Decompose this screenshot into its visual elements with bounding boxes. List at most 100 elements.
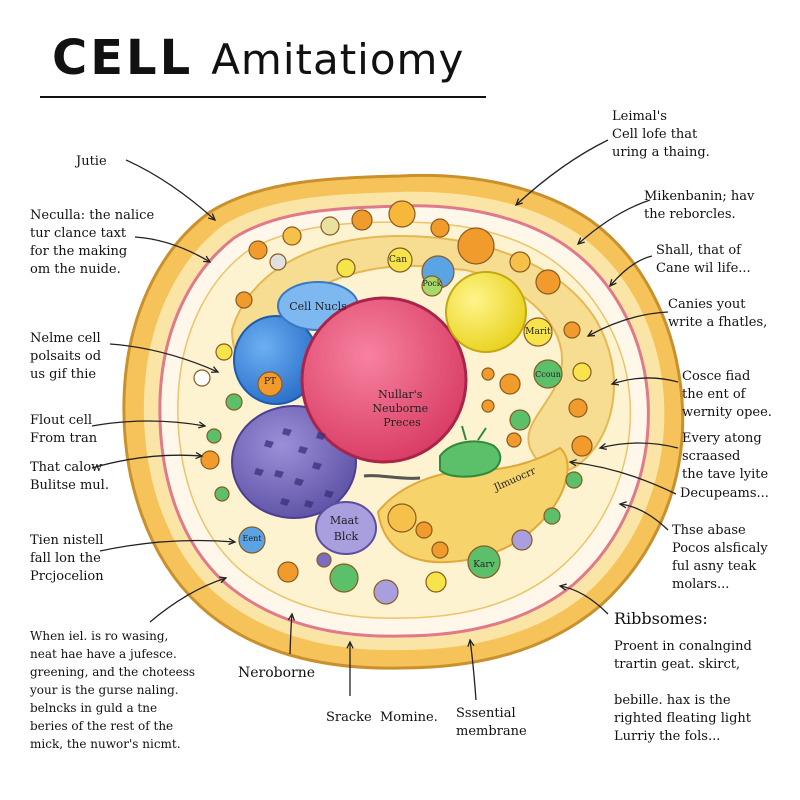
vesicle (506, 432, 522, 448)
label-cosce: Cosce fiad the ent of wernity opee. (682, 369, 772, 420)
maat-block-label: Maat Blck (330, 514, 362, 543)
purple-spot (316, 432, 326, 440)
purple-spot (294, 478, 304, 486)
label-flout: Flout cell From tran (30, 413, 98, 446)
vesicle (430, 218, 450, 238)
arrowhead (195, 451, 204, 460)
label-shall: Shall, that of Cane wil life... (656, 243, 751, 276)
purple-spot (274, 470, 284, 478)
vesicle (457, 227, 495, 265)
vesicle (415, 521, 433, 539)
vesicle (248, 240, 268, 260)
karv-label: Karv (473, 560, 495, 570)
vesicle (387, 247, 413, 273)
vesicle (238, 526, 266, 554)
leader-arrows (91, 139, 679, 701)
vesicle (214, 486, 230, 502)
vesicle (481, 399, 495, 413)
vesicle (387, 503, 417, 533)
vesicle (509, 251, 531, 273)
label-leimals: Leimal's Cell lofe that uring a thaing. (612, 109, 710, 160)
vesicle (467, 545, 501, 579)
vesicle (535, 269, 561, 295)
leader-line (469, 639, 477, 701)
arrowhead (610, 378, 620, 386)
leader-line (599, 442, 679, 449)
arrowhead (618, 501, 627, 509)
vesicle (351, 209, 373, 231)
vesicle (277, 561, 299, 583)
can-label: Can (389, 255, 407, 265)
purple-spot (312, 462, 322, 470)
vesicle (200, 450, 220, 470)
purple-body-spots (254, 428, 334, 508)
nucleus-label: Nullar's Neuborne Preces (372, 388, 431, 429)
vesicle (388, 200, 416, 228)
vesicle (565, 471, 583, 489)
vesicle (316, 552, 332, 568)
vesicle (511, 529, 533, 551)
purple-spot (324, 490, 334, 498)
purple-spot (254, 468, 264, 476)
arrowhead (586, 329, 596, 337)
yellow-sphere (445, 271, 527, 353)
vesicle (235, 291, 253, 309)
vesicle (215, 343, 233, 361)
purple-spot (298, 446, 308, 454)
vesicle (571, 435, 593, 457)
label-neculla: Neculla: the nalice tur clance taxt for … (30, 208, 155, 277)
cell-nucls-label: Cell Nucls (289, 300, 347, 313)
label-decu: Decupeams... (680, 486, 769, 501)
arrowhead (346, 640, 354, 649)
vesicle (257, 371, 283, 397)
label-ribbsomes-head: Ribbsomes: (614, 609, 708, 628)
leader-line (109, 343, 219, 373)
vesicle (206, 428, 222, 444)
title-cell: CELL (52, 30, 194, 86)
arrowhead (598, 442, 607, 451)
leader-line (611, 377, 679, 385)
label-sracke: Sracke Momine. (326, 710, 438, 725)
vesicle (329, 563, 359, 593)
label-ribbsomes-body: Proent in conalngind trartin geat. skirc… (614, 639, 752, 744)
leader-line (619, 503, 669, 531)
label-every: Every atong scraased the tave lyite (682, 431, 769, 482)
leader-line (609, 255, 653, 287)
leader-line (515, 139, 609, 206)
label-jutie: Jutie (76, 154, 107, 169)
label-when: When iel. is ro wasing, neat hae have a … (30, 629, 196, 751)
vesicle (563, 321, 581, 339)
arrowhead (467, 638, 475, 647)
label-that-calow: That calow Bulitse mul. (30, 460, 109, 493)
leader-line (559, 585, 609, 615)
vesicle (320, 216, 340, 236)
pt-label: PT (264, 377, 276, 387)
arrowhead (228, 537, 237, 546)
vesicle (543, 507, 561, 525)
label-sssential: Sssential membrane (456, 706, 527, 739)
label-tien: Tien nistell fall lon the Prcjocelion (30, 533, 104, 584)
vesicle (572, 362, 592, 382)
arrowhead (218, 576, 228, 584)
leader-line (134, 236, 211, 263)
leader-line (587, 311, 669, 337)
arrowhead (576, 237, 585, 245)
arrowhead (208, 213, 217, 221)
vesicle (421, 275, 443, 297)
arrowhead (568, 459, 577, 467)
vesicles (193, 200, 593, 605)
arrowhead (609, 279, 617, 288)
green-organism (439, 440, 502, 478)
label-nelme: Nelme cell polsaits od us gif thie (30, 331, 102, 382)
leader-line (289, 613, 293, 655)
vesicle (225, 393, 243, 411)
label-neroborne: Neroborne (238, 665, 316, 681)
vesicle (193, 369, 211, 387)
leader-line (91, 454, 203, 469)
vesicle (509, 409, 531, 431)
label-these: Thse abase Pocos alsficaly ful asny teak… (672, 523, 768, 592)
vesicle (523, 317, 553, 347)
arrowhead (558, 583, 567, 591)
